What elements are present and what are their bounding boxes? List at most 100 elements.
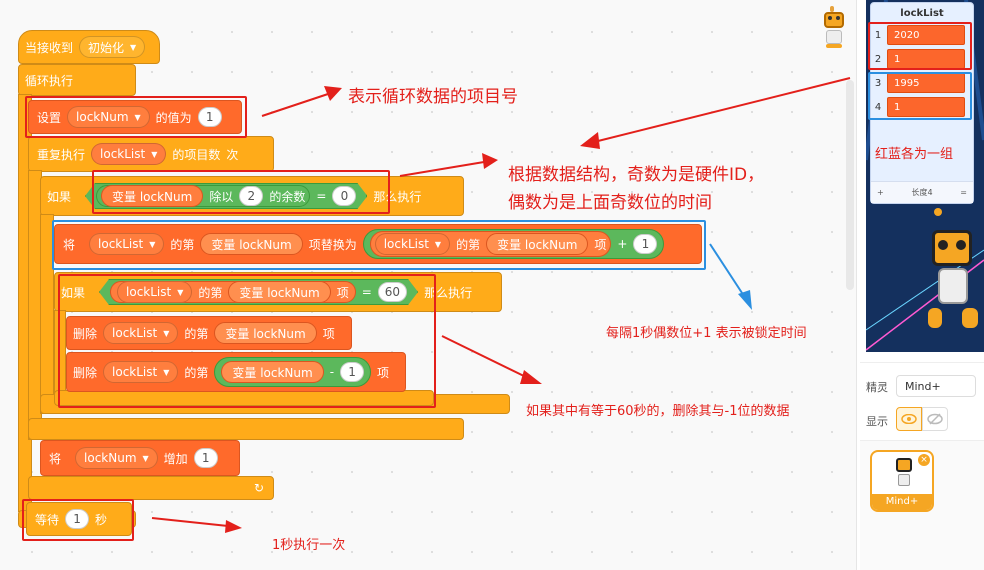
delete-label: 删除 [73,365,98,380]
item-of-list-reporter[interactable]: lockList▼ 的第 变量 lockNum 项 [369,231,612,257]
sprite-thumbnail[interactable]: × Mind+ [870,450,934,512]
nth-label: 的第 [456,237,481,252]
repeat-bottom-arm [28,418,464,440]
var-lockNum-reporter[interactable]: 变量 lockNum [214,322,317,344]
resize-handle[interactable]: = [960,188,967,197]
list-dropdown[interactable]: lockList▼ [89,233,165,255]
rhs-input[interactable]: 0 [332,186,356,206]
wait-seconds-input[interactable]: 1 [65,509,90,529]
if-mod-block[interactable]: 如果 变量 lockNum 除以 2 的余数 = 0 那么执行 [40,176,464,216]
equals-condition[interactable]: lockList▼ 的第 变量 lockNum 项 = 60 [99,279,418,305]
chevron-down-icon: ▼ [134,112,141,122]
equals-condition[interactable]: 变量 lockNum 除以 2 的余数 = 0 [85,183,367,209]
chevron-down-icon: ▼ [434,239,442,249]
if-label: 如果 [47,189,72,204]
sprite-mini-icon [820,6,848,50]
if-equals-60-block[interactable]: 如果 lockList▼ 的第 变量 lockNum 项 = 60 那么执行 [54,272,502,312]
sub-input[interactable]: 1 [340,362,365,382]
if-label: 如果 [61,285,86,300]
nth-label: 的第 [184,326,209,341]
replace-item-block[interactable]: 将 lockList▼ 的第 变量 lockNum 项替换为 lockList▼… [54,224,702,264]
list-group-note: 红蓝各为一组 [875,147,954,162]
mod-label: 的余数 [269,189,306,204]
change-suffix-label: 增加 [163,451,188,466]
wait-block[interactable]: 等待 1 秒 [26,502,132,536]
delete-sprite-icon[interactable]: × [918,454,930,466]
highlight-mod-condition [92,170,390,214]
equals-sign: = [316,189,327,203]
change-value-input[interactable]: 1 [193,448,218,468]
repeat-tail-label: 次 [226,147,239,162]
forever-label: 循环执行 [25,73,74,88]
nth-label: 的第 [170,237,195,252]
sprite-name-input[interactable]: Mind+ [896,375,976,397]
when-receive-hat-block[interactable]: 当接收到 初始化▼ [18,30,160,64]
annotation-item-number: 表示循环数据的项目号 [348,87,518,107]
repeat-block[interactable]: 重复执行 lockList▼ 的项目数 次 [28,136,274,172]
item-label: 项 [336,285,349,300]
var-lockNum-reporter[interactable]: 变量 lockNum [200,233,303,255]
loop-arrow-icon: ↻ [254,481,265,495]
equals-sign: = [361,285,372,299]
delete-item-block[interactable]: 删除 lockList▼ 的第 变量 lockNum 项 [66,316,352,350]
set-variable-block[interactable]: 设置 lockNum▼ 的值为 1 [28,100,242,134]
workspace-scrollbar[interactable] [846,80,854,290]
list-dropdown[interactable]: lockList▼ [117,281,192,303]
item-label: 项 [322,326,335,341]
mod-reporter[interactable]: 变量 lockNum 除以 2 的余数 [96,185,310,207]
highlight-if-60 [58,274,436,408]
chevron-down-icon: ▼ [149,239,156,249]
eye-icon [901,414,917,424]
sprite-label: 精灵 [866,381,888,394]
replace-action-label: 项替换为 [308,237,357,252]
var-lockNum-reporter[interactable]: 变量 lockNum [101,185,203,207]
item-of-list-reporter[interactable]: lockList▼ 的第 变量 lockNum 项 [110,281,356,303]
show-hidden-button[interactable] [922,407,948,431]
delete-item-minus-block[interactable]: 删除 lockList▼ 的第 变量 lockNum - 1 项 [66,352,406,392]
show-label: 显示 [866,415,888,428]
chevron-down-icon: ▼ [163,328,170,338]
message-dropdown[interactable]: 初始化▼ [79,36,146,58]
divisor-input[interactable]: 2 [239,186,263,206]
forever-block[interactable]: 循环执行 [18,64,136,96]
list-dropdown[interactable]: lockList▼ [91,143,167,165]
chevron-down-icon: ▼ [151,149,158,159]
var-lockNum-reporter[interactable]: 变量 lockNum [228,281,330,303]
sprite-info-panel: 精灵 Mind+ 显示 [860,362,984,446]
var-lockNum-reporter[interactable]: 变量 lockNum [221,361,324,383]
highlight-set-variable [25,96,247,138]
variable-dropdown[interactable]: lockNum▼ [67,106,150,128]
add-item-button[interactable]: + [877,188,884,197]
mind-plus-robot-icon [894,458,914,490]
list-dropdown[interactable]: lockList▼ [103,361,179,383]
replace-label: 将 [63,237,76,252]
add-reporter[interactable]: lockList▼ 的第 变量 lockNum 项 + 1 [362,229,665,259]
chevron-down-icon: ▼ [163,367,170,377]
highlight-replace-item [52,220,706,270]
variable-dropdown[interactable]: lockNum▼ [75,447,158,469]
list-dropdown[interactable]: lockList▼ [374,233,451,255]
var-lockNum-reporter[interactable]: 变量 lockNum [486,233,589,255]
item-label: 项 [377,365,390,380]
code-workspace[interactable]: 当接收到 初始化▼ 循环执行 ↻ 设置 lockNum▼ 的值为 1 重复执行 … [0,0,856,570]
subtract-reporter[interactable]: 变量 lockNum - 1 [214,357,372,387]
list-length: 长度4 [911,188,933,197]
highlight-red-pair [868,22,972,70]
nth-label: 的第 [198,285,223,300]
mind-plus-robot-sprite[interactable] [926,208,982,338]
set-label: 设置 [37,110,62,125]
add-input[interactable]: 1 [633,234,658,254]
list-dropdown[interactable]: lockList▼ [103,322,179,344]
list-footer: + 长度4 = [871,181,973,203]
set-value-input[interactable]: 1 [197,107,222,127]
repeat-end-cap [28,476,274,500]
rhs-input[interactable]: 60 [378,282,407,302]
minus-sign: - [329,365,335,379]
change-variable-block[interactable]: 将 lockNum▼ 增加 1 [40,440,240,476]
show-visible-button[interactable] [896,407,922,431]
